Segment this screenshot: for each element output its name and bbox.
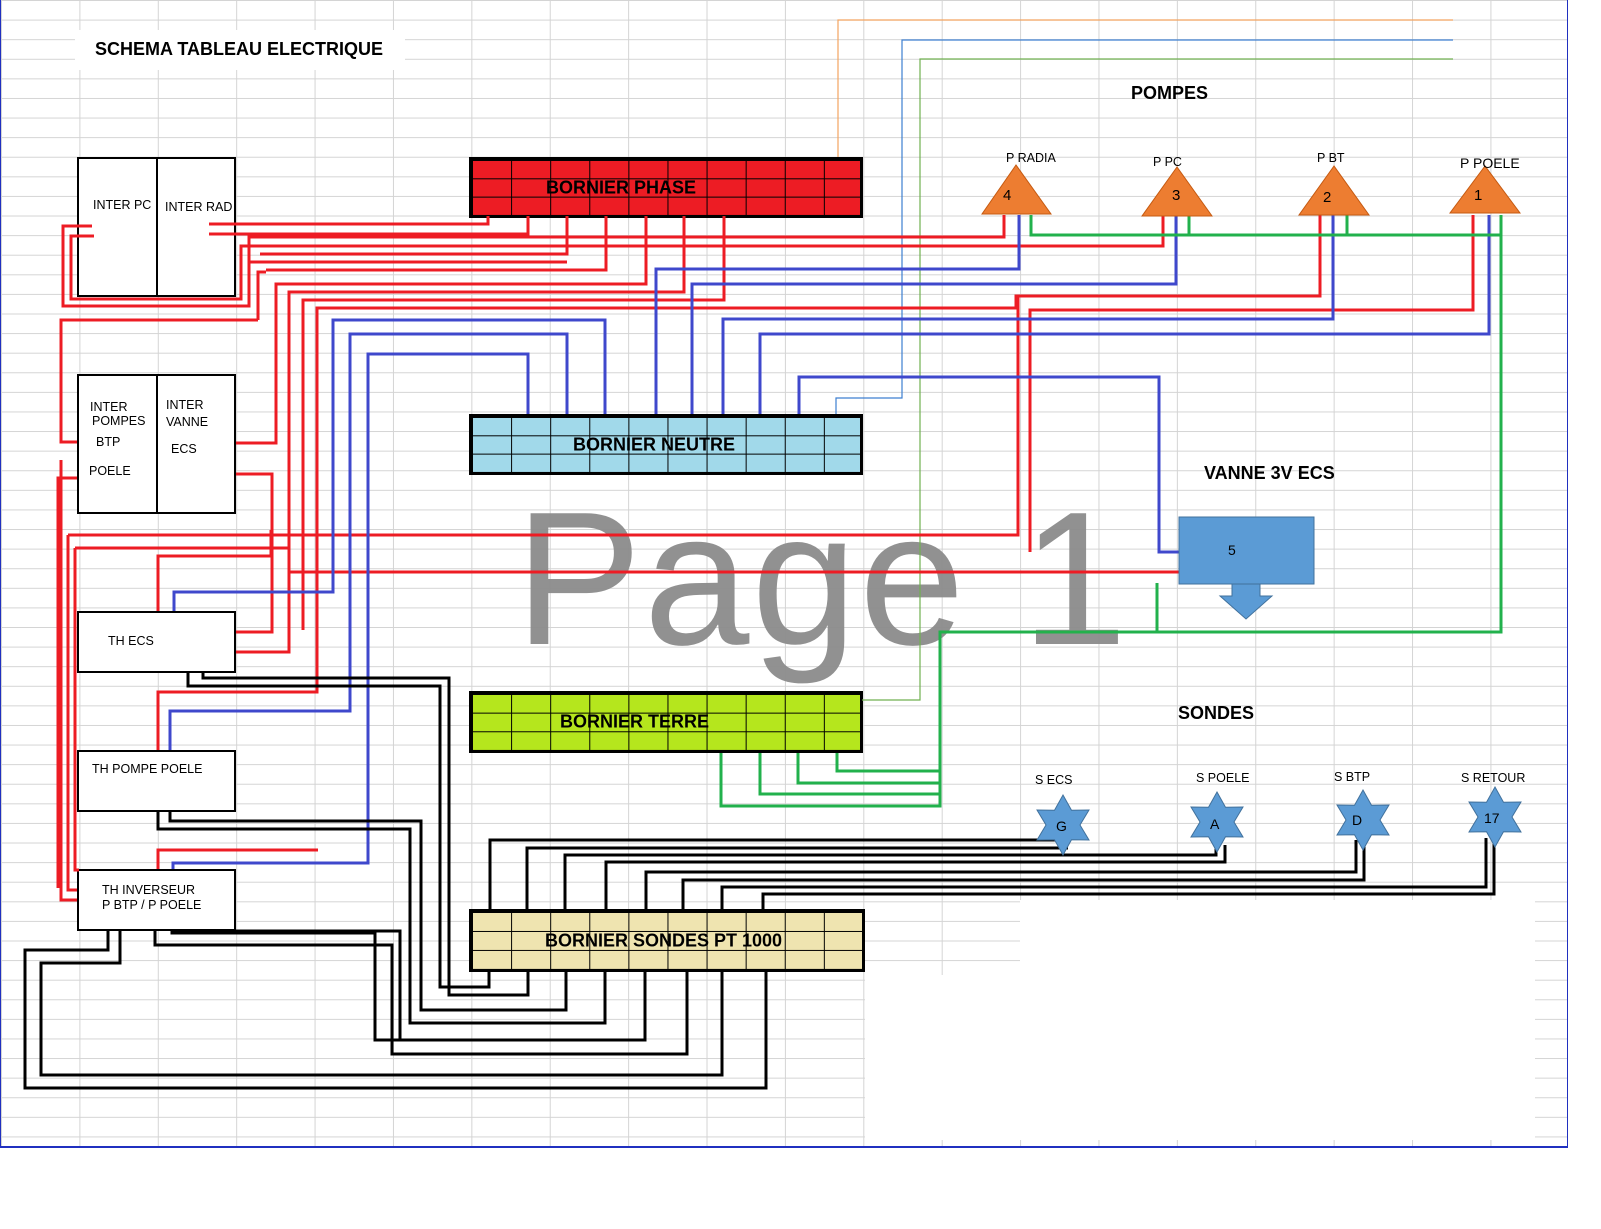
pump-1-icon[interactable]	[1449, 165, 1521, 214]
inter-vanne-label: INTER	[166, 398, 204, 412]
pump-label: P PC	[1153, 155, 1182, 169]
pumps	[981, 164, 1521, 217]
vanne-heading: VANNE 3V ECS	[1204, 463, 1335, 483]
pump-label: P BT	[1317, 151, 1345, 165]
vanne-number: 5	[1228, 542, 1236, 558]
feeder-terre-wire	[862, 58, 1453, 701]
vanne-3v-icon[interactable]	[1178, 516, 1315, 620]
sensor-code: A	[1210, 816, 1220, 832]
page-watermark: Page 1	[515, 473, 1130, 685]
pump-number: 3	[1172, 187, 1181, 204]
bornier-terre-label: BORNIER TERRE	[560, 711, 710, 732]
inter-pompes-label: POMPES	[92, 414, 146, 428]
sensor-label: S BTP	[1334, 770, 1371, 784]
bornier-terre: BORNIER TERRE	[469, 691, 863, 753]
th-pompe-poele-box	[77, 750, 236, 812]
inter-vanne-label: ECS	[171, 442, 197, 456]
sensors	[1036, 785, 1522, 857]
sensor-label: S POELE	[1196, 771, 1250, 785]
th-inverseur-label: P BTP / P POELE	[102, 898, 202, 912]
inter-pompes-label: INTER	[90, 400, 128, 414]
title-bg	[75, 30, 405, 70]
feeder-phase-wire	[837, 19, 1453, 157]
terre-wires	[719, 215, 1503, 808]
blank-area	[1020, 900, 1535, 1140]
inter-pompes-label: BTP	[96, 435, 121, 449]
th-ecs-label: TH ECS	[108, 634, 154, 648]
th-inverseur-box	[77, 869, 236, 931]
feeder-wires	[835, 19, 1453, 701]
bornier-sondes: BORNIER SONDES PT 1000	[469, 909, 865, 972]
sonde-wires	[23, 673, 1496, 1090]
pump-number: 4	[1003, 187, 1012, 204]
sensor-label: S RETOUR	[1461, 771, 1526, 785]
inter-vanne-label: VANNE	[166, 415, 209, 429]
pompes-heading: POMPES	[1131, 83, 1209, 103]
sensor-code: G	[1056, 818, 1067, 834]
th-inverseur-label: TH INVERSEUR	[102, 883, 196, 897]
sensor-code: D	[1352, 812, 1363, 828]
bornier-phase: BORNIER PHASE	[469, 157, 863, 218]
bornier-sondes-label: BORNIER SONDES PT 1000	[545, 930, 783, 950]
sensor-label: S ECS	[1035, 773, 1073, 787]
divider	[156, 157, 158, 297]
bornier-neutre: BORNIER NEUTRE	[469, 414, 863, 475]
pump-label: P POELE	[1460, 155, 1520, 171]
pump-number: 2	[1323, 189, 1332, 206]
sensor-g-icon[interactable]	[1036, 793, 1090, 857]
th-ecs-box	[77, 611, 236, 673]
inter-pompes-label: POELE	[89, 464, 131, 478]
sensor-d-icon[interactable]	[1336, 788, 1390, 852]
divider	[156, 374, 158, 514]
bornier-phase-label: BORNIER PHASE	[546, 177, 697, 197]
feeder-neutre-wire	[835, 39, 1453, 414]
sensor-code: 17	[1484, 810, 1500, 826]
sensor-a-icon[interactable]	[1190, 790, 1244, 854]
neutre-wires	[168, 215, 1491, 869]
inter-rad-label: INTER RAD	[165, 200, 233, 214]
pump-3-icon[interactable]	[1141, 166, 1213, 217]
pump-label: P RADIA	[1006, 151, 1056, 165]
bornier-neutre-label: BORNIER NEUTRE	[573, 434, 736, 454]
pump-number: 1	[1474, 187, 1483, 204]
th-pompe-poele-label: TH POMPE POELE	[92, 762, 203, 776]
pump-4-icon[interactable]	[981, 164, 1052, 215]
inter-pc-label: INTER PC	[93, 198, 152, 212]
pump-2-icon[interactable]	[1298, 165, 1370, 216]
sensor-17-icon[interactable]	[1468, 785, 1522, 849]
page-title: SCHEMA TABLEAU ELECTRIQUE	[95, 39, 383, 59]
blank-area	[865, 975, 1025, 1140]
sondes-heading: SONDES	[1178, 703, 1255, 723]
